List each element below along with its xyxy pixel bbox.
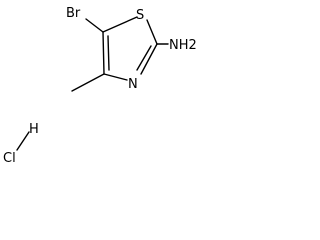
bond-cl-h [16, 131, 30, 151]
atom-nitrogen: N [128, 77, 138, 92]
bond-n3-c4 [103, 73, 128, 81]
atom-amine: NH2 [169, 38, 197, 53]
bond-c5-br [85, 18, 104, 33]
atom-hydrogen: H [29, 122, 39, 137]
bond-c4-methyl [71, 73, 105, 92]
chemical-structure: Br S NH2 N H Cl [3, 6, 197, 166]
bond-s1-c2 [146, 19, 158, 45]
bond-c4-c5 [102, 31, 105, 75]
bond-c2-n3 [140, 43, 158, 75]
bond-c5-s1 [102, 16, 138, 33]
bond-c2-n3-double [136, 45, 152, 71]
atom-sulfur: S [136, 8, 144, 23]
atom-bromine: Br [66, 6, 81, 21]
structure-canvas: Br S NH2 N H Cl [0, 0, 199, 166]
atom-chlorine: Cl [3, 151, 16, 166]
bond-c4-c5-double [107, 35, 110, 71]
